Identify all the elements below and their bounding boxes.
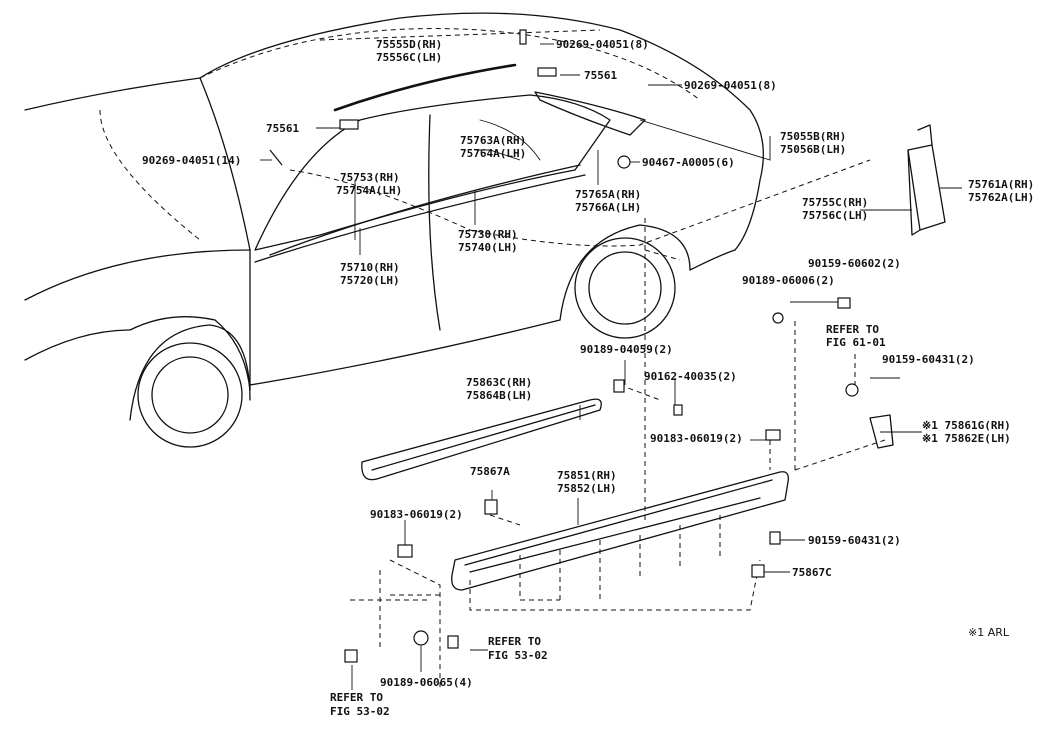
label-75762a: 75762A(LH)	[968, 191, 1035, 204]
label-90159-602: 90159-60602(2)	[808, 257, 901, 270]
label-75861g: ※1 75861G(RH)	[922, 419, 1011, 432]
label-75763a: 75763A(RH)	[460, 134, 527, 147]
bolt-icon-90159-602	[837, 297, 851, 309]
car-roof-outline	[199, 12, 764, 251]
label-90269-top: 90269-04051(8)	[556, 38, 649, 51]
car-window-frame	[254, 94, 611, 251]
car-hood-line	[24, 249, 251, 301]
label-75864b: 75864B(LH)	[466, 389, 533, 402]
bolt-icon-90159-431-top	[845, 383, 859, 397]
screw-icon-90162	[673, 404, 683, 416]
label-75851: 75851(RH)	[557, 469, 617, 482]
label-refer-61-b: FIG 61-01	[826, 336, 886, 349]
label-refer-61-a: REFER TO	[826, 323, 879, 336]
label-90189-059: 90189-04059(2)	[580, 343, 673, 356]
car-rocker-line	[249, 319, 561, 386]
car-windshield	[199, 77, 251, 251]
car-door-split	[428, 114, 441, 331]
bolt-icon-refer-53-mid	[447, 635, 459, 649]
label-75863c: 75863C(RH)	[466, 376, 533, 389]
label-75761a: 75761A(RH)	[968, 178, 1035, 191]
rocker-panel-lower	[451, 471, 789, 591]
label-90159-431-bot: 90159-60431(2)	[808, 534, 901, 547]
label-75754a: 75754A(LH)	[336, 184, 403, 197]
label-75867c: 75867C	[792, 566, 832, 579]
label-90269-mid: 90269-04051(8)	[684, 79, 777, 92]
clip-icon-75561-left	[339, 119, 359, 130]
label-90467: 90467-A0005(6)	[642, 156, 735, 169]
bolt-icon-refer-53-bot	[344, 649, 358, 663]
label-90183-l: 90183-06019(2)	[370, 508, 463, 521]
nut-icon-90189-065	[413, 630, 429, 646]
clip-icon-75867a	[484, 499, 498, 515]
label-75740: 75740(LH)	[458, 241, 518, 254]
side-garnish	[907, 144, 946, 231]
label-75764a: 75764A(LH)	[460, 147, 527, 160]
bolt-icon-75867c	[751, 564, 765, 578]
screw-icon-left	[269, 149, 283, 166]
label-refer-53-mid-b: FIG 53-02	[488, 649, 548, 662]
label-75862e: ※1 75862E(LH)	[922, 432, 1011, 445]
label-75555d: 75555D(RH)	[376, 38, 443, 51]
rocker-cover-upper	[361, 398, 602, 481]
clip-icon-top	[519, 29, 527, 45]
label-90189-065: 90189-06065(4)	[380, 676, 473, 689]
car-hood-top	[24, 77, 201, 111]
label-90159-431-top: 90159-60431(2)	[882, 353, 975, 366]
label-90162: 90162-40035(2)	[644, 370, 737, 383]
front-wheel	[137, 342, 243, 448]
car-front-bumper	[24, 316, 251, 391]
label-refer-53-mid-a: REFER TO	[488, 635, 541, 648]
label-refer-53-bot-a: REFER TO	[330, 691, 383, 704]
clip-icon-75561-top	[537, 67, 557, 77]
label-75720: 75720(LH)	[340, 274, 400, 287]
rocker-bracket	[869, 414, 894, 449]
label-75766a: 75766A(LH)	[575, 201, 642, 214]
label-75556c: 75556C(LH)	[376, 51, 443, 64]
clip-icon-90189-059	[613, 379, 625, 393]
label-75561-left: 75561	[266, 122, 300, 135]
car-front-wheel-arch	[129, 324, 251, 421]
clip-icon-90183-l	[397, 544, 413, 558]
nut-icon-90189-006	[772, 312, 784, 324]
label-75755c: 75755C(RH)	[802, 196, 869, 209]
label-refer-53-bot-b: FIG 53-02	[330, 705, 390, 718]
car-rear-wheel-arch	[559, 224, 691, 321]
label-75710: 75710(RH)	[340, 261, 400, 274]
nut-icon-90467	[617, 155, 631, 169]
footnote-arl: ※1 ARL	[968, 626, 1010, 639]
label-75561-top: 75561	[584, 69, 618, 82]
label-75753: 75753(RH)	[340, 171, 400, 184]
label-75852: 75852(LH)	[557, 482, 617, 495]
quarter-glass	[534, 91, 646, 136]
clip-icon-90183-r	[765, 429, 781, 441]
label-75867a: 75867A	[470, 465, 510, 478]
car-rear-body	[689, 249, 736, 271]
label-75055b: 75055B(RH)	[780, 130, 847, 143]
label-75765a: 75765A(RH)	[575, 188, 642, 201]
label-75730: 75730(RH)	[458, 228, 518, 241]
roof-molding	[333, 63, 517, 112]
label-75056b: 75056B(LH)	[780, 143, 847, 156]
label-90189-006: 90189-06006(2)	[742, 274, 835, 287]
car-belt-line	[269, 164, 581, 256]
label-90269-left: 90269-04051(14)	[142, 154, 242, 167]
bolt-icon-90159-431-bot	[769, 531, 781, 545]
label-90183-r: 90183-06019(2)	[650, 432, 743, 445]
label-75756c: 75756C(LH)	[802, 209, 869, 222]
rear-wheel	[574, 237, 676, 339]
